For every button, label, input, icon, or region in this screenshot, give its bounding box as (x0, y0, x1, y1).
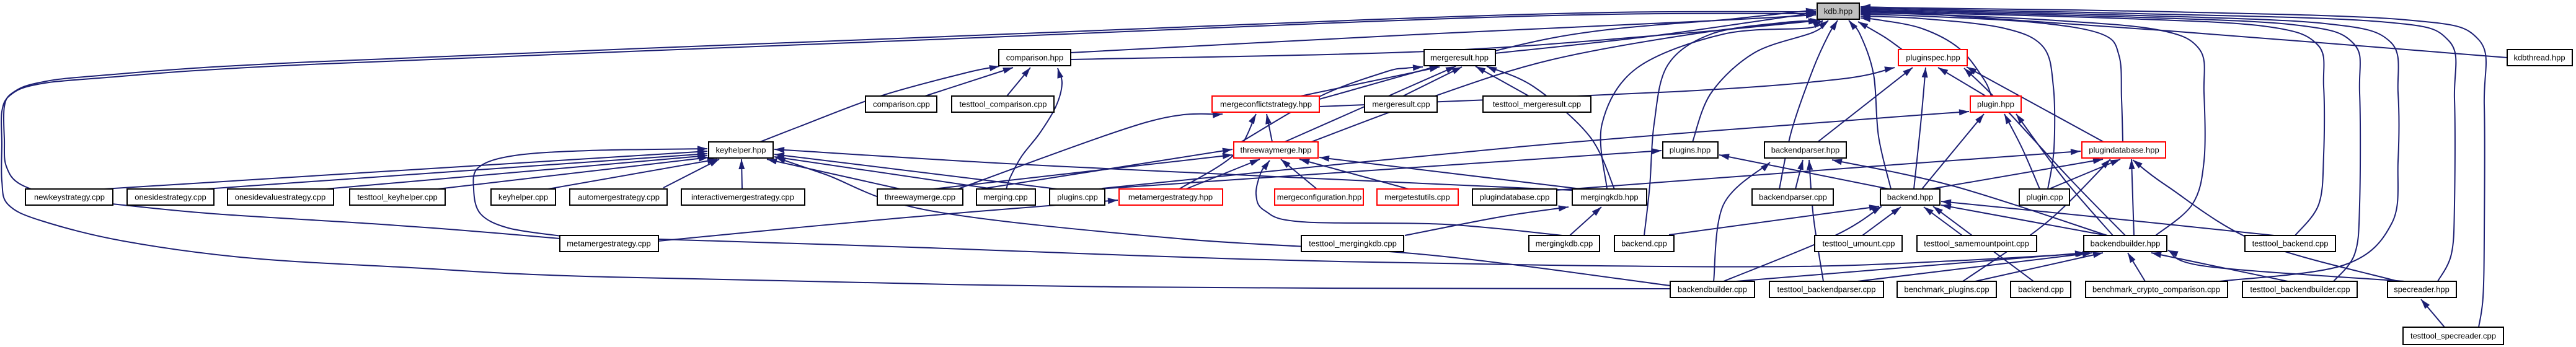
svg-text:comparison.cpp: comparison.cpp (873, 100, 930, 109)
svg-text:kdb.hpp: kdb.hpp (1824, 7, 1852, 16)
svg-text:backendbuilder.hpp: backendbuilder.hpp (2091, 239, 2161, 248)
svg-text:backend.cpp: backend.cpp (2018, 285, 2064, 294)
svg-text:testtool_umount.cpp: testtool_umount.cpp (1822, 239, 1895, 248)
svg-text:benchmark_crypto_comparison.cp: benchmark_crypto_comparison.cpp (2092, 285, 2220, 294)
svg-text:backendbuilder.cpp: backendbuilder.cpp (1678, 285, 1747, 294)
svg-text:mergeconfiguration.hpp: mergeconfiguration.hpp (1277, 193, 1362, 202)
svg-text:testtool_specreader.cpp: testtool_specreader.cpp (2410, 332, 2496, 341)
svg-text:comparison.hpp: comparison.hpp (1006, 53, 1064, 63)
svg-text:testtool_backendbuilder.cpp: testtool_backendbuilder.cpp (2250, 285, 2350, 294)
svg-text:keyhelper.cpp: keyhelper.cpp (498, 193, 548, 202)
svg-text:interactivemergestrategy.cpp: interactivemergestrategy.cpp (691, 193, 794, 202)
svg-text:onesidevaluestrategy.cpp: onesidevaluestrategy.cpp (235, 193, 325, 202)
svg-text:backend.cpp: backend.cpp (1621, 239, 1667, 248)
svg-text:benchmark_plugins.cpp: benchmark_plugins.cpp (1904, 285, 1989, 294)
svg-text:plugins.hpp: plugins.hpp (1670, 146, 1711, 155)
svg-text:metamergestrategy.hpp: metamergestrategy.hpp (1128, 193, 1213, 202)
svg-text:threewaymerge.hpp: threewaymerge.hpp (1241, 146, 1312, 155)
svg-text:plugin.cpp: plugin.cpp (2026, 193, 2063, 202)
svg-text:plugindatabase.cpp: plugindatabase.cpp (1480, 193, 1550, 202)
svg-text:testtool_keyhelper.cpp: testtool_keyhelper.cpp (357, 193, 437, 202)
svg-text:backend.hpp: backend.hpp (1887, 193, 1933, 202)
svg-text:mergetestutils.cpp: mergetestutils.cpp (1384, 193, 1450, 202)
svg-text:testtool_backendparser.cpp: testtool_backendparser.cpp (1777, 285, 1876, 294)
svg-text:pluginspec.hpp: pluginspec.hpp (1906, 53, 1960, 63)
svg-text:mergeconflictstrategy.hpp: mergeconflictstrategy.hpp (1220, 100, 1312, 109)
svg-text:merging.cpp: merging.cpp (983, 193, 1028, 202)
svg-text:backendparser.cpp: backendparser.cpp (1759, 193, 1827, 202)
svg-text:backendparser.hpp: backendparser.hpp (1771, 146, 1840, 155)
svg-text:plugindatabase.hpp: plugindatabase.hpp (2089, 146, 2159, 155)
svg-text:specreader.hpp: specreader.hpp (2394, 285, 2450, 294)
svg-text:testtool_mergingkdb.cpp: testtool_mergingkdb.cpp (1309, 239, 1397, 248)
svg-text:plugins.cpp: plugins.cpp (1057, 193, 1098, 202)
svg-text:mergingkdb.hpp: mergingkdb.hpp (1580, 193, 1638, 202)
svg-text:testtool_comparison.cpp: testtool_comparison.cpp (960, 100, 1047, 109)
svg-text:testtool_mergeresult.cpp: testtool_mergeresult.cpp (1493, 100, 1581, 109)
svg-text:testtool_samemountpoint.cpp: testtool_samemountpoint.cpp (1924, 239, 2029, 248)
svg-text:keyhelper.hpp: keyhelper.hpp (716, 146, 766, 155)
svg-text:mergeresult.hpp: mergeresult.hpp (1430, 53, 1489, 63)
svg-text:mergingkdb.cpp: mergingkdb.cpp (1536, 239, 1593, 248)
svg-text:testtool_backend.cpp: testtool_backend.cpp (2252, 239, 2329, 248)
svg-text:newkeystrategy.cpp: newkeystrategy.cpp (34, 193, 105, 202)
svg-text:automergestrategy.cpp: automergestrategy.cpp (578, 193, 660, 202)
svg-text:onesidestrategy.cpp: onesidestrategy.cpp (135, 193, 206, 202)
svg-text:mergeresult.cpp: mergeresult.cpp (1372, 100, 1430, 109)
svg-text:metamergestrategy.cpp: metamergestrategy.cpp (567, 239, 651, 248)
svg-text:kdbthread.hpp: kdbthread.hpp (2513, 53, 2565, 63)
svg-text:threewaymerge.cpp: threewaymerge.cpp (885, 193, 955, 202)
svg-text:plugin.hpp: plugin.hpp (1977, 100, 2014, 109)
